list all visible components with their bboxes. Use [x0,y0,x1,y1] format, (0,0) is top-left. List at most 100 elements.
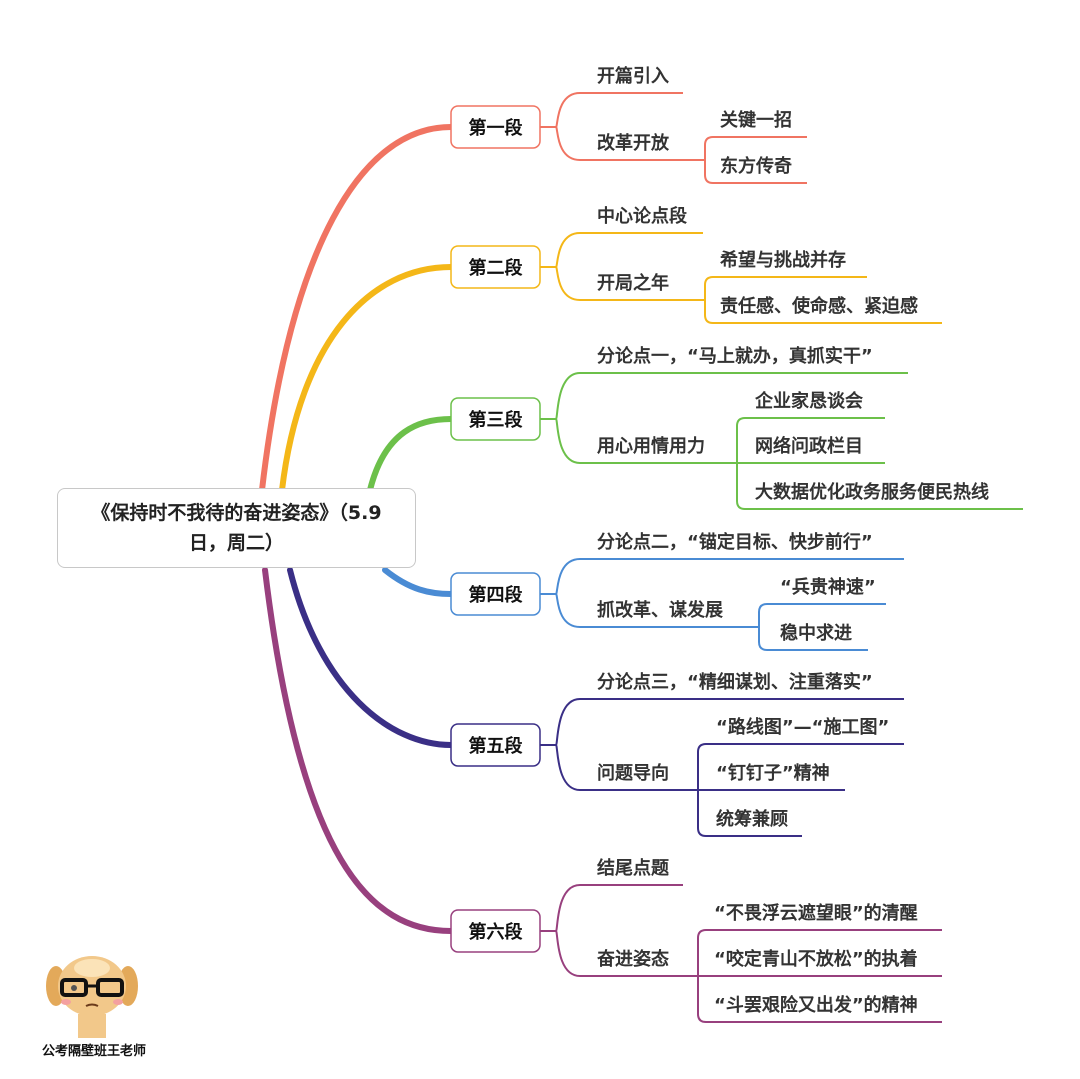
leaf-node[interactable]: 希望与挑战并存 [704,249,867,300]
section-node[interactable]: 第六段 [450,909,541,953]
main-branch-line [287,567,454,748]
leaf-node[interactable]: “路线图”—“施工图” [697,716,904,790]
section-node[interactable]: 第二段 [450,245,541,289]
leaf-label: 企业家恳谈会 [754,390,863,412]
leaf-node[interactable]: “不畏浮云遮望眼”的清醒 [697,902,942,976]
leaf-connector [697,743,904,790]
subtopic-label: 开篇引入 [597,65,669,87]
subtopic-connector [540,92,683,128]
section-node[interactable]: 第一段 [450,105,541,149]
main-branch-line [259,124,454,493]
subtopic-node[interactable]: 结尾点题 [540,857,683,932]
leaf-connector [704,160,807,184]
section-label: 第四段 [469,584,524,606]
section-node[interactable]: 第五段 [450,723,541,767]
leaf-connector [697,790,802,837]
leaf-label: 东方传奇 [720,155,792,177]
leaf-node[interactable]: 稳中求进 [758,622,868,651]
leaf-label: 责任感、使命感、紧迫感 [720,295,918,317]
subtopic-label: 改革开放 [597,132,670,154]
subtopic-connector [540,593,759,628]
leaf-node[interactable]: “咬定青山不放松”的执着 [698,948,942,977]
leaf-node[interactable]: “钉钉子”精神 [698,762,845,791]
branch-section-3: 第三段 分论点一，“马上就办，真抓实干” 用心用情用力 企业家恳谈会网络问政栏目大数据… [367,345,1023,510]
watermark-caption: 公考隔壁班王老师 [42,1044,147,1059]
leaf-node[interactable]: 关键一招 [704,109,807,160]
leaf-label: “不畏浮云遮望眼”的清醒 [714,902,918,924]
leaf-node[interactable]: 企业家恳谈会 [736,390,885,463]
main-branch-line [279,264,454,493]
subtopic-label: 奋进姿态 [596,948,669,970]
leaf-label: “兵贵神速” [780,576,876,598]
leaf-label: 关键一招 [720,109,792,131]
subtopic-connector [540,744,698,791]
leaf-node[interactable]: 东方传奇 [704,155,807,184]
leaf-connector [704,136,807,160]
branch-section-5: 第五段 分论点三，“精细谋划、注重落实” 问题导向 “路线图”—“施工图” “钉钉子”精… [287,567,904,837]
leaf-connector [736,463,1023,510]
root-title: 《保持时不我待的奋进姿态》（5.9日，周二） [91,502,382,554]
section-label: 第五段 [469,735,524,757]
leaf-label: 希望与挑战并存 [720,249,846,271]
leaf-connector [697,929,942,976]
leaf-node[interactable]: “斗罢艰险又出发”的精神 [697,976,942,1023]
root-topic[interactable]: 《保持时不我待的奋进姿态》（5.9日，周二） [57,488,416,568]
leaf-label: 大数据优化政务服务便民热线 [755,481,989,503]
subtopic-node[interactable]: 奋进姿态 [540,930,698,977]
subtopic-node[interactable]: 开局之年 [540,266,705,301]
subtopic-connector [540,266,705,301]
branch-section-4: 第四段 分论点二，“锚定目标、快步前行” 抓改革、谋发展 “兵贵神速” 稳中求进 [382,531,904,651]
mascot-logo [46,956,138,1038]
subtopic-label: 抓改革、谋发展 [597,599,724,621]
section-label: 第二段 [469,257,524,279]
subtopic-node[interactable]: 用心用情用力 [540,418,737,464]
subtopic-label: 分论点二，“锚定目标、快步前行” [597,531,873,553]
subtopic-label: 分论点一，“马上就办，真抓实干” [597,345,873,367]
leaf-connector [704,276,867,300]
subtopic-connector [540,884,683,932]
leaf-node[interactable]: 统筹兼顾 [697,790,802,837]
main-branch-line [262,567,454,934]
leaf-label: “钉钉子”精神 [716,762,830,784]
subtopic-connector [540,232,703,268]
subtopic-node[interactable]: 问题导向 [540,744,698,791]
subtopic-label: 用心用情用力 [597,436,705,457]
leaf-connector [758,603,886,627]
subtopic-node[interactable]: 开篇引入 [540,65,683,128]
leaf-node[interactable]: 网络问政栏目 [737,435,885,464]
leaf-connector [704,300,942,324]
subtopic-node[interactable]: 改革开放 [540,126,705,161]
subtopic-label: 分论点三，“精细谋划、注重落实” [597,671,873,693]
subtopic-connector [540,126,705,161]
subtopic-label: 结尾点题 [597,857,670,879]
main-branch-line [382,567,454,597]
leaf-node[interactable]: “兵贵神速” [758,576,886,627]
subtopic-node[interactable]: 抓改革、谋发展 [540,593,759,628]
subtopic-node[interactable]: 中心论点段 [540,205,703,268]
leaf-label: “路线图”—“施工图” [716,716,889,738]
section-node[interactable]: 第四段 [450,572,541,616]
leaf-label: 稳中求进 [780,622,852,644]
section-label: 第一段 [469,117,524,139]
section-label: 第三段 [469,409,524,431]
section-label: 第六段 [469,921,524,943]
subtopic-label: 问题导向 [597,762,669,784]
leaf-node[interactable]: 责任感、使命感、紧迫感 [704,295,942,324]
subtopic-label: 开局之年 [597,272,669,294]
subtopic-connector [540,418,737,464]
leaf-connector [758,627,868,651]
subtopic-connector [540,930,698,977]
section-node[interactable]: 第三段 [450,397,541,441]
main-branch-line [367,416,454,493]
leaf-label: 网络问政栏目 [755,435,863,457]
subtopic-label: 中心论点段 [597,205,688,227]
leaf-node[interactable]: 大数据优化政务服务便民热线 [736,463,1023,510]
leaf-connector [697,976,942,1023]
leaf-label: “斗罢艰险又出发”的精神 [714,994,918,1016]
leaf-label: 统筹兼顾 [716,808,788,830]
leaf-label: “咬定青山不放松”的执着 [714,948,918,970]
